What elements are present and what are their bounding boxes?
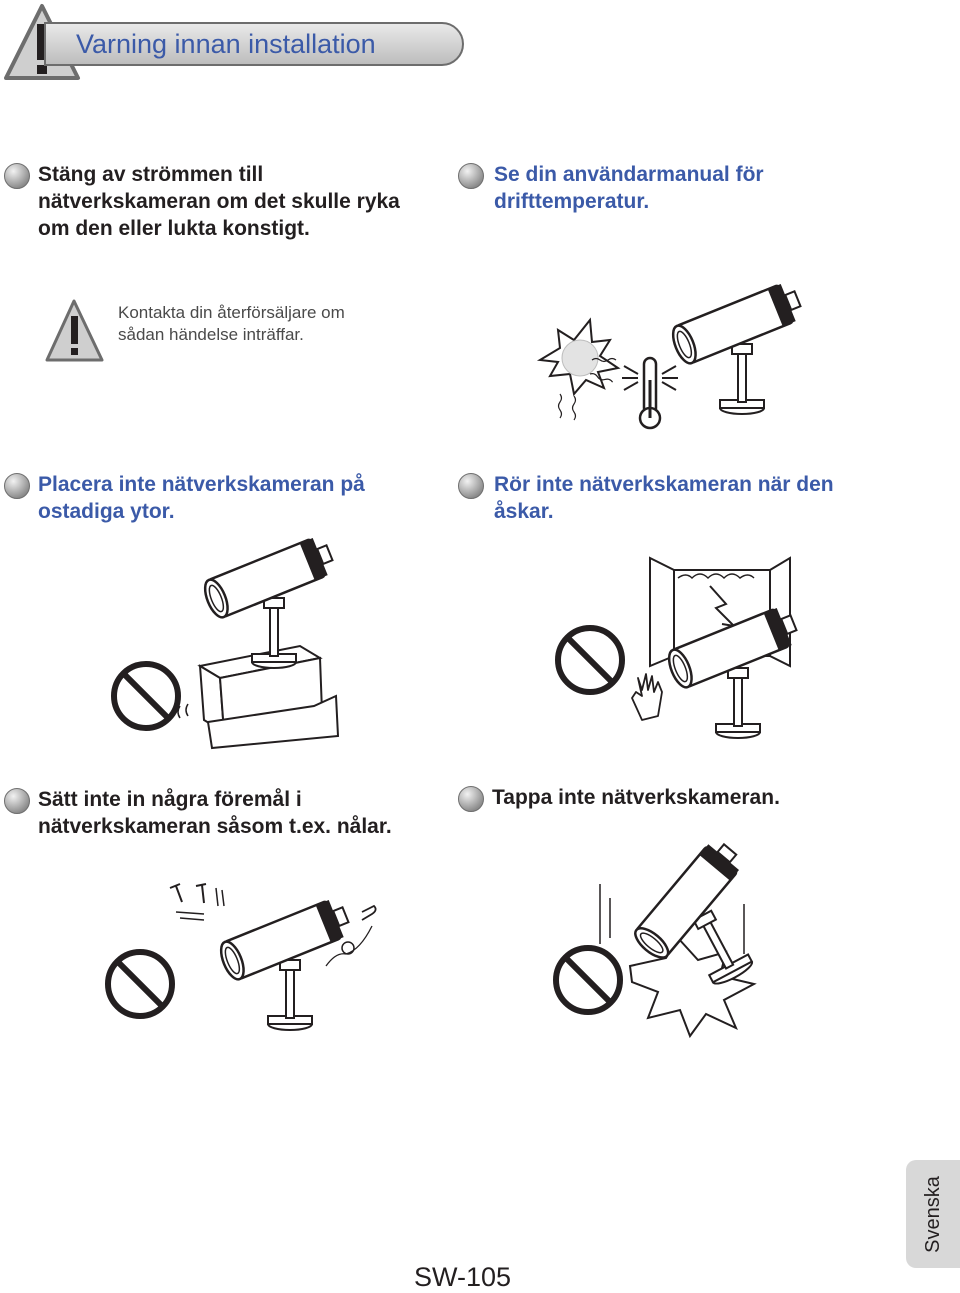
sun-thermometer-camera-illustration <box>536 278 807 430</box>
foreign-objects-illustration <box>100 883 377 1032</box>
section-objects: Sätt inte in några föremål i nätverkskam… <box>38 788 392 838</box>
section-temperature: Se din användarmanual för drifttemperatu… <box>494 163 764 213</box>
bullet-icon <box>458 163 484 189</box>
bullet-icon <box>4 473 30 499</box>
section-thunder: Rör inte nätverkskameran när den åskar. <box>494 473 834 523</box>
bullet-icon <box>4 788 30 814</box>
language-tab <box>906 1160 960 1268</box>
thunder-illustration <box>550 556 803 740</box>
bullet-icon <box>458 473 484 499</box>
drop-illustration <box>548 828 793 1039</box>
section-smoke: Stäng av strömmen till nätverkskameran o… <box>38 163 400 240</box>
page-number: SW-105 <box>414 1262 512 1292</box>
page-title: Varning innan installation <box>76 29 376 59</box>
language-label: Svenska <box>921 1175 944 1253</box>
bullet-icon <box>458 786 484 812</box>
section-drop: Tappa inte nätverkskameran. <box>492 786 780 809</box>
small-warning-triangle-icon <box>45 299 104 362</box>
dealer-note: Kontakta din återförsäljare om sådan hän… <box>118 303 345 344</box>
bullet-icon <box>4 163 30 189</box>
section-surface: Placera inte nätverkskameran på ostadiga… <box>38 473 365 523</box>
header-banner <box>44 22 464 66</box>
unstable-surface-illustration <box>100 532 340 750</box>
